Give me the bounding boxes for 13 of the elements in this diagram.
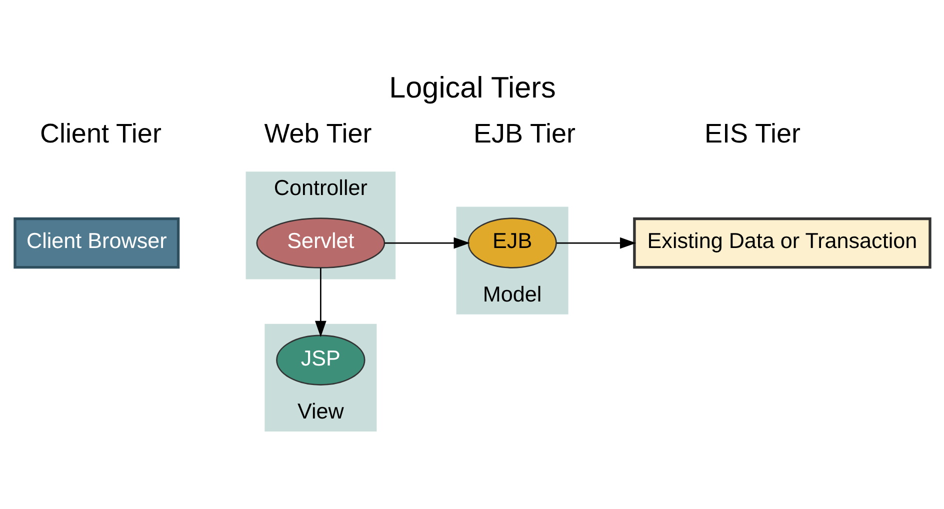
arrow — [556, 236, 636, 248]
label: Web Tier — [264, 118, 372, 148]
arrow — [384, 236, 470, 248]
node-box: Client Browser — [13, 216, 180, 268]
label: Client Tier — [39, 118, 161, 148]
node-ellipse: JSP — [276, 334, 365, 385]
diagram-title: Logical Tiers — [388, 71, 556, 104]
node-ellipse: EJB — [467, 217, 556, 268]
label: EIS Tier — [704, 118, 800, 148]
label: EJB Tier — [472, 118, 575, 148]
arrow — [314, 268, 326, 337]
node-ellipse: Servlet — [256, 217, 385, 268]
node-box: Existing Data or Transaction — [632, 216, 931, 268]
